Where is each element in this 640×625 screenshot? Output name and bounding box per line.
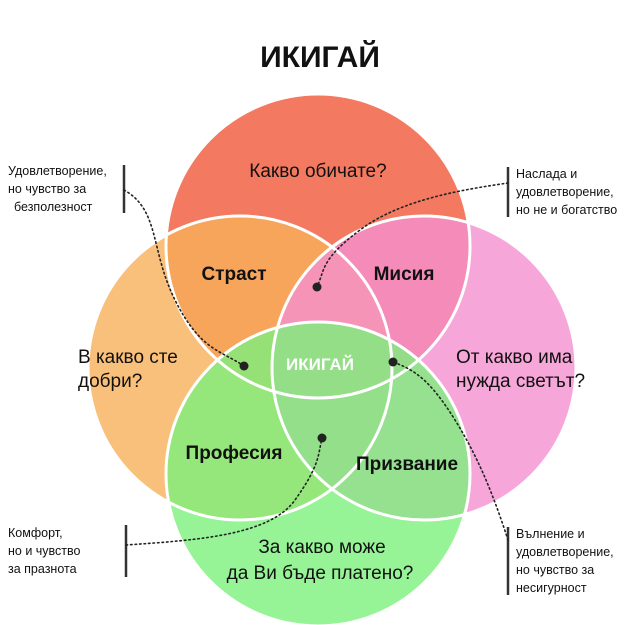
connector-dots	[239, 282, 398, 443]
note-bottom-left-line3: за празнота	[8, 562, 77, 576]
label-good-at: В какво сте	[78, 347, 178, 368]
circle-outlines	[86, 92, 578, 625]
outline-good-at	[86, 214, 394, 522]
dot-top-right	[312, 282, 322, 292]
label-world-needs-line2: нужда светът?	[456, 371, 585, 392]
label-love: Какво обичате?	[249, 161, 386, 182]
note-top-left-line1: Удовлетворение,	[8, 164, 107, 178]
circles-layer	[88, 94, 576, 625]
connector-top-left	[123, 189, 245, 367]
dot-bottom-left	[317, 433, 327, 443]
connector-top-right	[316, 182, 509, 288]
label-paid-for: За какво може	[258, 537, 385, 558]
label-mission: Мисия	[374, 264, 435, 285]
connector-lines	[123, 182, 509, 546]
label-good-at-line2: добри?	[78, 371, 142, 392]
note-top-left-line2: но чувство за	[8, 182, 86, 196]
note-top-left: Удовлетворение, но чувство за безполезно…	[8, 164, 126, 214]
connector-bottom-right	[392, 361, 509, 541]
label-vocation: Призвание	[356, 454, 458, 475]
label-center-ikigai: ИКИГАЙ	[286, 355, 354, 374]
note-bottom-left-line2: но и чувство	[8, 544, 81, 558]
label-profession: Професия	[186, 443, 283, 464]
note-top-right-line3: но не и богатство	[516, 203, 617, 217]
note-bottom-right-line3: но чувство за	[516, 563, 594, 577]
note-top-right-line2: удовлетворение,	[516, 185, 614, 199]
note-top-left-line3: безполезност	[14, 200, 93, 214]
note-bottom-right-line1: Вълнение и	[516, 527, 585, 541]
note-bottom-right-line2: удовлетворение,	[516, 545, 614, 559]
label-passion: Страст	[201, 264, 266, 285]
connector-bottom-left	[125, 437, 323, 546]
outline-world-needs	[270, 214, 578, 522]
note-top-right: Наслада и удовлетворение, но не и богатс…	[506, 167, 617, 217]
note-bottom-right-line4: несигурност	[516, 581, 587, 595]
dot-bottom-right	[388, 357, 398, 367]
circle-paid-for	[166, 322, 470, 625]
dot-top-left	[239, 361, 249, 371]
label-world-needs: От какво има	[456, 347, 573, 368]
note-bottom-left-line1: Комфорт,	[8, 526, 63, 540]
note-top-right-line1: Наслада и	[516, 167, 577, 181]
outline-love	[164, 92, 472, 400]
outline-paid-for	[164, 320, 472, 625]
page-title: ИКИГАЙ	[260, 40, 380, 74]
label-paid-for-line2: да Ви бъде платено?	[227, 563, 414, 584]
note-bottom-left: Комфорт, но и чувство за празнота	[8, 525, 128, 577]
note-bottom-right: Вълнение и удовлетворение, но чувство за…	[506, 527, 614, 595]
